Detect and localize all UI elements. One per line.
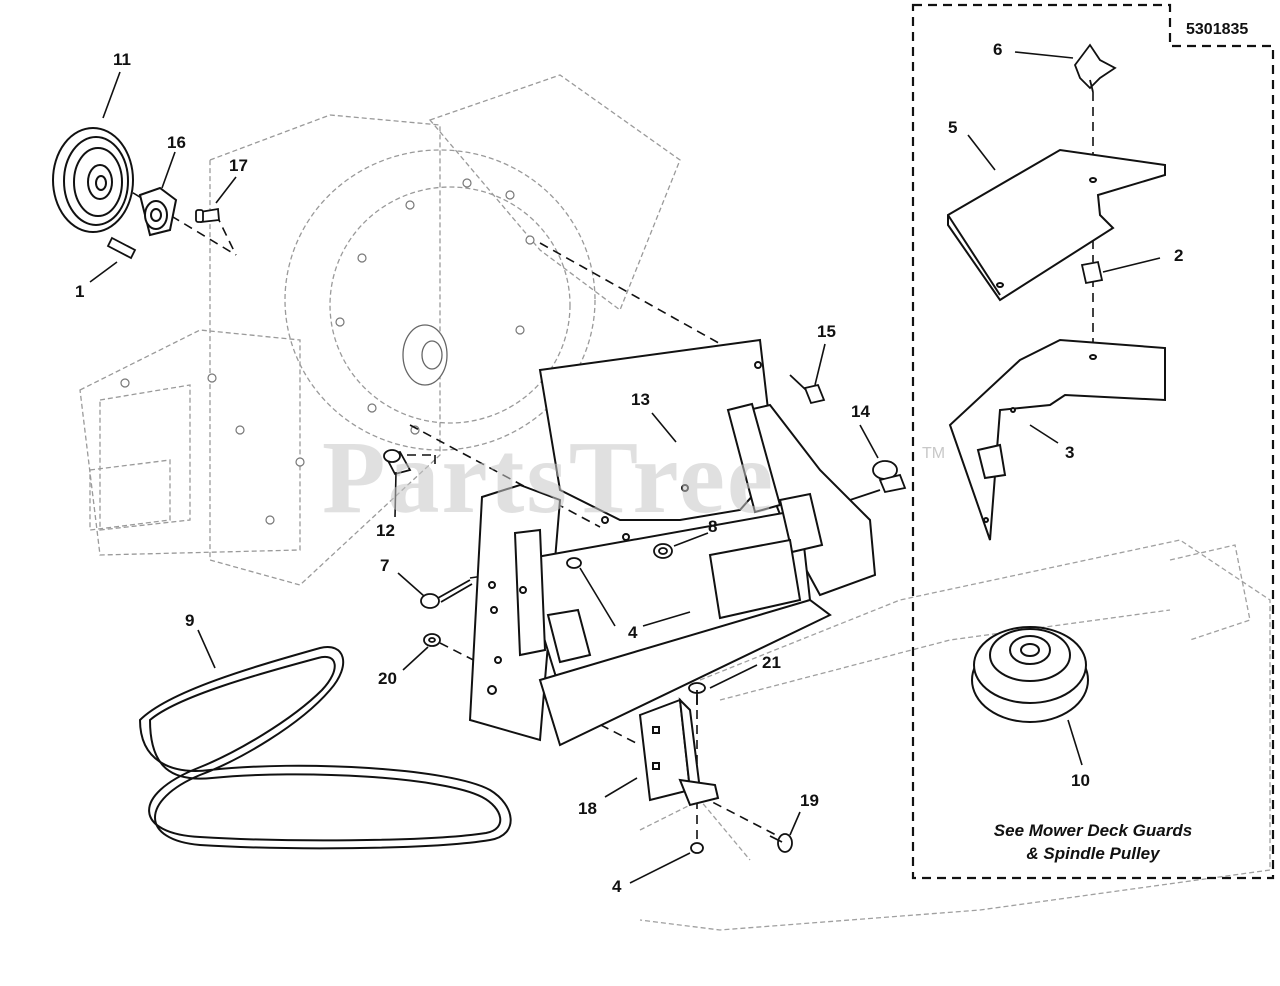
belt-9 xyxy=(138,646,512,850)
callout-17: 17 xyxy=(229,156,248,175)
nut-20 xyxy=(423,633,441,647)
callout-4-top: 4 xyxy=(628,623,638,642)
callout-16: 16 xyxy=(167,133,186,152)
callout-7: 7 xyxy=(380,556,390,575)
inset-callout-leaders xyxy=(967,51,1161,766)
callout-15: 15 xyxy=(817,322,836,341)
callout-12: 12 xyxy=(376,521,395,540)
callout-13: 13 xyxy=(631,390,650,409)
ghost-engine-housing xyxy=(79,74,681,586)
nut-4-top xyxy=(566,557,582,569)
callout-19: 19 xyxy=(800,791,819,810)
callout-leaders xyxy=(89,71,879,884)
callout-9: 9 xyxy=(185,611,195,630)
guard-5 xyxy=(947,148,1166,302)
nut-8 xyxy=(653,543,673,559)
callout-6: 6 xyxy=(993,40,1003,59)
spindle-pulley-10 xyxy=(971,626,1089,723)
bracket-frame xyxy=(468,402,877,747)
callout-11: 11 xyxy=(113,50,131,69)
bolt-17 xyxy=(195,207,220,223)
callout-8: 8 xyxy=(708,517,718,536)
inset-note-line-1: See Mower Deck Guards xyxy=(993,821,1193,840)
nut-4-bottom xyxy=(690,842,704,854)
hub-16 xyxy=(138,186,178,237)
knob-6 xyxy=(1073,43,1117,93)
callout-5: 5 xyxy=(948,118,958,137)
inset-note-line-2: & Spindle Pulley xyxy=(1026,843,1160,863)
callout-20: 20 xyxy=(378,669,397,688)
callout-21: 21 xyxy=(762,653,781,672)
key-1 xyxy=(106,236,137,260)
ghost-engine-bolts xyxy=(120,178,535,525)
bolt-12 xyxy=(383,449,412,476)
bolt-19 xyxy=(769,833,793,853)
callout-10: 10 xyxy=(1071,771,1090,790)
callout-18: 18 xyxy=(578,799,597,818)
inset-note: See Mower Deck Guards & Spindle Pulley xyxy=(958,820,1228,866)
bracket-18 xyxy=(638,697,720,807)
eyebolt-7 xyxy=(420,579,473,609)
bolt-21 xyxy=(688,682,706,705)
callout-2: 2 xyxy=(1174,246,1184,265)
pin-14 xyxy=(849,460,907,501)
bracket-3 xyxy=(948,338,1166,541)
inset-border xyxy=(911,3,1275,880)
part-code-label: 5301835 xyxy=(1186,21,1249,38)
callout-4-bottom: 4 xyxy=(612,877,622,896)
nut-2 xyxy=(1080,260,1104,285)
callout-1: 1 xyxy=(75,282,85,301)
pulley-11 xyxy=(52,127,134,233)
callout-3: 3 xyxy=(1065,443,1075,462)
watermark: PartsTree xyxy=(322,420,776,535)
watermark-trademark: TM xyxy=(922,445,946,462)
callout-14: 14 xyxy=(851,402,870,421)
ghost-engine-hub xyxy=(402,324,448,386)
bolt-15 xyxy=(789,374,826,405)
